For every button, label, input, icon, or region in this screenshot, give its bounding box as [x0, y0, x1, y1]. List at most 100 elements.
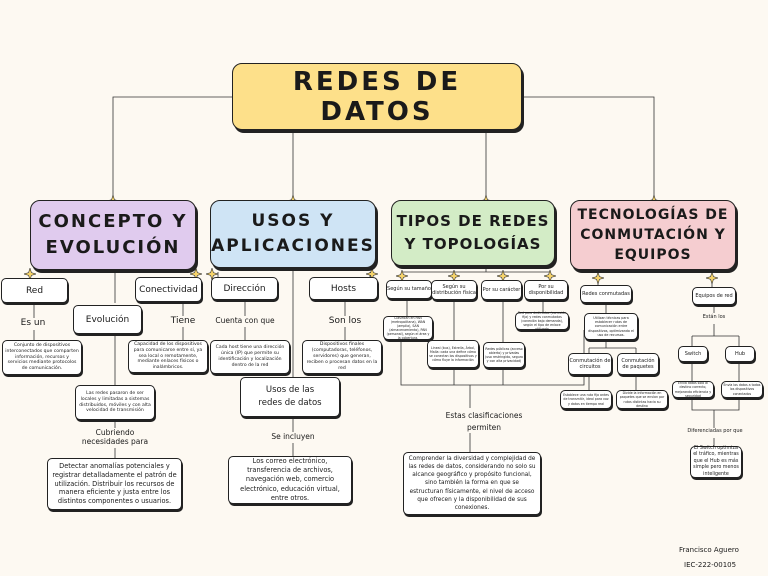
- node-tamano-text: Según su tamaño: [387, 286, 431, 293]
- node-red-def: Conjunto de dispositivos interconectados…: [2, 340, 82, 375]
- star-icon: [24, 268, 36, 280]
- node-circuitos-def: Establece una ruta fija antes de transmi…: [560, 390, 612, 409]
- node-usos-redes: Usos de las redes de datos: [240, 377, 340, 417]
- star-icon: [706, 272, 718, 284]
- node-fisica: Según su distribución física: [431, 280, 477, 300]
- label-estas-clasificaciones: Estas clasificaciones permiten: [436, 410, 532, 434]
- star-icon: [396, 270, 408, 282]
- label-se-incluyen: Se incluyen: [262, 432, 324, 442]
- node-conmutadas-text: Redes conmutadas: [582, 290, 630, 297]
- node-conectividad: Conectividad: [135, 277, 202, 302]
- node-evolucion-text: Evolución: [85, 314, 130, 325]
- node-diferenciadas-def: El Switch optimiza el tráfico, mientras …: [690, 446, 742, 478]
- branch-concepto: CONCEPTO Y EVOLUCIÓN: [30, 200, 196, 270]
- node-hosts-def-text: Dispositivos finales (computadoras, telé…: [306, 342, 378, 371]
- node-caracter: Por su carácter: [481, 280, 522, 300]
- node-circuitos-def-text: Establece una ruta fija antes de transmi…: [563, 393, 609, 406]
- node-hub-def: Envía los datos a todos los dispositivos…: [721, 381, 763, 398]
- star-icon: [497, 270, 509, 282]
- node-cubriendo-def: Detectar anomalías potenciales y registr…: [47, 458, 182, 510]
- node-disponibilidad: Por su disponibilidad: [524, 280, 568, 300]
- node-conectividad-def-text: Capacidad de los dispositivos para comun…: [133, 341, 203, 371]
- node-hub-text: Hub: [734, 351, 746, 357]
- node-hub: Hub: [725, 346, 755, 362]
- branch-usos: USOS Y APLICACIONES: [210, 200, 376, 268]
- node-red: Red: [1, 278, 68, 303]
- label-tiene: Tiene: [160, 316, 206, 328]
- node-direccion-def-text: Cada host tiene una dirección única (IP)…: [215, 345, 285, 368]
- main-title-text: REDES DE DATOS: [292, 66, 462, 127]
- label-estan-los: Están los: [699, 314, 729, 321]
- node-equipos: Equipos de red: [692, 287, 736, 305]
- label-cubriendo: Cubriendo necesidades para: [78, 428, 152, 447]
- main-title: REDES DE DATOS: [232, 63, 522, 130]
- branch-concepto-title: CONCEPTO Y EVOLUCIÓN: [38, 210, 188, 258]
- node-tamano-def: Clasifican en PAN (metropolitana), WAN (…: [383, 316, 433, 340]
- node-estas-def: Comprender la diversidad y complejidad d…: [403, 452, 541, 515]
- node-disponibilidad-def: Red para dedicados (conexión fija) y red…: [515, 310, 569, 332]
- node-usos-redes-text: Usos de las redes de datos: [258, 385, 322, 408]
- author-name: Francisco Aguero: [679, 546, 739, 554]
- label-cuenta-con: Cuenta con que: [206, 316, 284, 326]
- branch-tipos: TIPOS DE REDES Y TOPOLOGÍAS: [391, 200, 555, 266]
- node-evolucion: Evolución: [73, 305, 142, 334]
- node-fisica-text: Según su distribución física: [432, 283, 476, 297]
- node-paquetes-def-text: Divide la información en paquetes que se…: [619, 391, 665, 408]
- node-red-text: Red: [25, 285, 44, 296]
- node-red-def-text: Conjunto de dispositivos interconectados…: [5, 342, 79, 372]
- node-usos-def: Los correo electrónico, transferencia de…: [228, 456, 352, 504]
- node-usos-def-text: Los correo electrónico, transferencia de…: [240, 456, 340, 502]
- star-icon: [366, 268, 378, 280]
- node-hosts-def: Dispositivos finales (computadoras, telé…: [302, 340, 382, 374]
- label-es-un: Es un: [8, 318, 58, 330]
- node-paquetes-text: Conmutación de paquetes: [621, 357, 655, 371]
- author-id: IEC-222-00105: [684, 561, 737, 569]
- node-equipos-text: Equipos de red: [695, 292, 733, 299]
- node-fisica-def-text: Lineal (bus), Estrella, Árbol, Malla: ca…: [429, 345, 477, 363]
- node-switch-text: Switch: [684, 351, 702, 357]
- node-caracter-def-text: Redes públicas (acceso abierto) y privad…: [485, 346, 523, 364]
- branch-tipos-title: TIPOS DE REDES Y TOPOLOGÍAS: [396, 211, 550, 253]
- node-cubriendo-def-text: Detectar anomalías potenciales y registr…: [52, 461, 177, 506]
- node-circuitos-text: Conmutación de circuitos: [569, 357, 611, 371]
- label-son-los: Son los: [322, 316, 368, 328]
- node-hosts: Hosts: [309, 277, 378, 300]
- node-direccion-text: Dirección: [223, 283, 266, 294]
- label-diferenciadas: Diferenciadas por que: [684, 428, 746, 435]
- node-paquetes-def: Divide la información en paquetes que se…: [616, 390, 668, 409]
- node-conectividad-def: Capacidad de los dispositivos para comun…: [128, 340, 208, 373]
- branch-usos-title: USOS Y APLICACIONES: [211, 211, 375, 256]
- node-hub-def-text: Envía los datos a todos los dispositivos…: [723, 383, 761, 396]
- node-switch-def-text: Envía datos solo al destino correcto, me…: [674, 381, 712, 398]
- star-icon: [592, 272, 604, 284]
- branch-tecnologias-title: TECNOLOGÍAS DE CONMUTACIÓN Y EQUIPOS: [577, 206, 729, 264]
- node-conmutadas: Redes conmutadas: [580, 285, 632, 303]
- node-paquetes: Conmutación de paquetes: [617, 353, 659, 375]
- node-caracter-text: Por su carácter: [482, 286, 521, 293]
- node-switch-def: Envía datos solo al destino correcto, me…: [672, 381, 714, 398]
- node-estas-def-text: Comprender la diversidad y complejidad d…: [408, 456, 536, 511]
- node-fisica-def: Lineal (bus), Estrella, Árbol, Malla: ca…: [427, 340, 479, 368]
- node-conectividad-text: Conectividad: [139, 284, 198, 295]
- node-tamano: Según su tamaño: [386, 280, 432, 299]
- star-icon: [448, 270, 460, 282]
- node-conmutadas-def: Utilizan técnicas para establecer rutas …: [584, 313, 638, 340]
- node-evolucion-def-text: Las redes pasaron de ser locales y limit…: [79, 390, 151, 414]
- node-conmutadas-def-text: Utilizan técnicas para establecer rutas …: [588, 315, 634, 337]
- star-icon: [190, 268, 202, 280]
- star-icon: [544, 270, 556, 282]
- star-icon: [206, 268, 218, 280]
- node-disponibilidad-def-text: Red para dedicados (conexión fija) y red…: [517, 310, 567, 332]
- node-diferenciadas-def-text: El Switch optimiza el tráfico, mientras …: [693, 445, 739, 477]
- node-tamano-def-text: Clasifican en PAN (metropolitana), WAN (…: [386, 315, 430, 341]
- branch-tecnologias: TECNOLOGÍAS DE CONMUTACIÓN Y EQUIPOS: [570, 200, 736, 270]
- node-switch: Switch: [678, 346, 708, 362]
- node-caracter-def: Redes públicas (acceso abierto) y privad…: [483, 342, 525, 368]
- node-hosts-text: Hosts: [330, 283, 357, 294]
- node-direccion-def: Cada host tiene una dirección única (IP)…: [210, 340, 290, 374]
- node-disponibilidad-text: Por su disponibilidad: [528, 283, 564, 297]
- node-evolucion-def: Las redes pasaron de ser locales y limit…: [75, 385, 155, 420]
- node-circuitos: Conmutación de circuitos: [568, 353, 612, 375]
- node-direccion: Dirección: [211, 277, 278, 300]
